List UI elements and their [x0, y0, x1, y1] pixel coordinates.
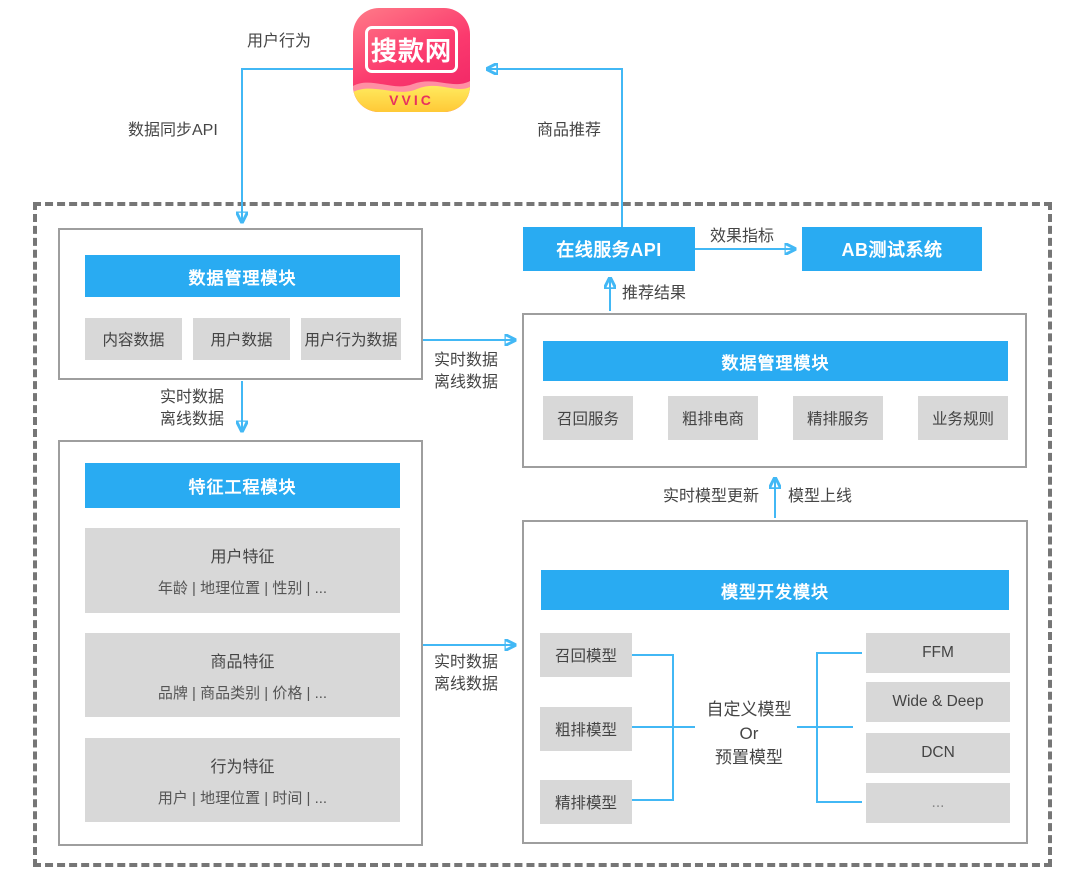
- feature-detail: 年龄 | 地理位置 | 性别 | ...: [157, 580, 328, 597]
- label-realtime-offline-left: 实时数据 离线数据: [150, 387, 234, 431]
- feature-engineering-module-header: 特征工程模块: [85, 463, 400, 508]
- data-management-module-box: 数据管理模块 内容数据 用户数据 用户行为数据: [58, 228, 423, 380]
- item-dcn-model: DCN: [866, 733, 1010, 773]
- item-product-features: 商品特征 品牌 | 商品类别 | 价格 | ...: [85, 633, 400, 717]
- label-offline-data: 离线数据: [159, 411, 224, 428]
- model-development-module-header: 模型开发模块: [541, 570, 1009, 610]
- item-behavior-features: 行为特征 用户 | 地理位置 | 时间 | ...: [85, 738, 400, 822]
- vvic-app-icon: 搜款网 VVIC: [353, 8, 470, 112]
- note-line: Or: [739, 724, 759, 743]
- app-icon-subtitle: VVIC: [389, 92, 434, 108]
- item-ffm-model: FFM: [866, 633, 1010, 673]
- note-line: 预置模型: [715, 748, 783, 767]
- label-offline-data: 离线数据: [434, 676, 499, 693]
- ab-test-system-box: AB测试系统: [802, 227, 982, 271]
- custom-or-preset-note: 自定义模型 Or 预置模型: [654, 698, 844, 770]
- feature-title: 行为特征: [210, 758, 275, 776]
- app-icon-title-frame: 搜款网: [365, 26, 458, 73]
- app-icon-wave: [353, 81, 470, 112]
- serving-module-header: 数据管理模块: [543, 341, 1008, 381]
- item-user-features: 用户特征 年龄 | 地理位置 | 性别 | ...: [85, 528, 400, 613]
- feature-title: 用户特征: [210, 549, 275, 566]
- label-realtime-data: 实时数据: [434, 654, 499, 671]
- data-management-module-header: 数据管理模块: [85, 255, 400, 297]
- item-rough-rank-model: 粗排模型: [540, 707, 632, 751]
- label-realtime-model-update: 实时模型更新: [663, 488, 760, 505]
- label-user-behavior: 用户行为: [247, 33, 312, 50]
- item-fine-rank-service: 精排服务: [793, 396, 883, 440]
- feature-detail: 用户 | 地理位置 | 时间 | ...: [157, 789, 328, 807]
- feature-detail: 品牌 | 商品类别 | 价格 | ...: [157, 684, 328, 702]
- feature-engineering-module-box: 特征工程模块 用户特征 年龄 | 地理位置 | 性别 | ... 商品特征 品牌…: [58, 440, 423, 846]
- app-icon-title: 搜款网: [370, 36, 452, 66]
- item-user-behavior-data: 用户行为数据: [301, 318, 401, 360]
- model-development-module-box: 模型开发模块 召回模型 粗排模型 精排模型 自定义模型 Or 预置模型 FFM …: [522, 520, 1028, 844]
- item-recall-service: 召回服务: [543, 396, 633, 440]
- label-offline-data: 离线数据: [434, 374, 499, 391]
- label-model-online: 模型上线: [788, 488, 853, 505]
- item-user-data: 用户数据: [193, 318, 290, 360]
- item-rough-rank-service: 粗排电商: [668, 396, 758, 440]
- label-effect-metric: 效果指标: [710, 228, 775, 245]
- label-realtime-offline-mid: 实时数据 离线数据: [434, 350, 498, 394]
- item-more-models: ...: [866, 783, 1010, 823]
- label-data-sync-api: 数据同步API: [128, 122, 218, 139]
- note-line: 自定义模型: [706, 700, 792, 719]
- label-realtime-offline-bottom: 实时数据 离线数据: [434, 652, 498, 696]
- label-product-recommend: 商品推荐: [537, 122, 602, 139]
- serving-module-box: 数据管理模块 召回服务 粗排电商 精排服务 业务规则: [522, 313, 1027, 468]
- arrow-user-behavior-to-data-mgmt: [242, 68, 353, 221]
- item-recall-model: 召回模型: [540, 633, 632, 677]
- item-wide-deep-model: Wide & Deep: [866, 682, 1010, 722]
- app-icon-wave-yellow: [353, 85, 470, 112]
- item-content-data: 内容数据: [85, 318, 182, 360]
- online-service-api-box: 在线服务API: [523, 227, 695, 271]
- feature-title: 商品特征: [210, 653, 275, 671]
- label-recommend-result: 推荐结果: [622, 285, 687, 302]
- label-realtime-data: 实时数据: [159, 389, 224, 406]
- item-fine-rank-model: 精排模型: [540, 780, 632, 824]
- item-business-rules: 业务规则: [918, 396, 1008, 440]
- label-realtime-data: 实时数据: [434, 352, 499, 369]
